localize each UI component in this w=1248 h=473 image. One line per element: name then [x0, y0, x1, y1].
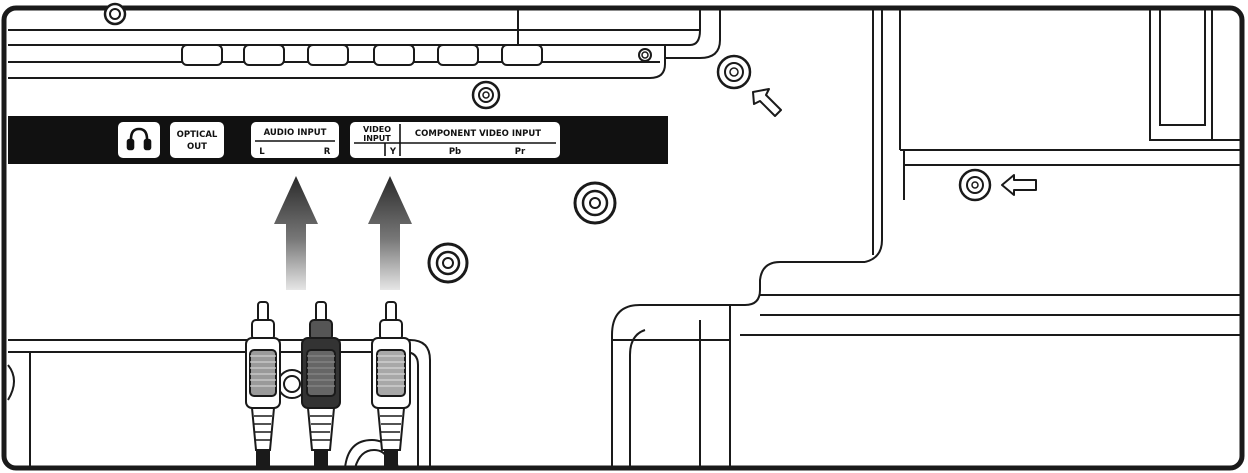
video-input-line2: INPUT	[363, 134, 391, 143]
audio-left-label: L	[259, 147, 265, 157]
component-pb-label: Pb	[449, 147, 461, 157]
optical-label-line1: OPTICAL	[177, 130, 218, 140]
optical-label-line2: OUT	[187, 142, 207, 152]
screw-icon	[573, 181, 617, 225]
audio-input-title: AUDIO INPUT	[264, 128, 327, 138]
top-button-2	[243, 44, 285, 66]
audio-right-label: R	[324, 147, 331, 157]
arrow-up-icon	[274, 176, 318, 290]
top-button-3	[307, 44, 349, 66]
screw-holes	[103, 2, 992, 284]
video-input-line1: VIDEO	[363, 125, 391, 134]
rca-plug-yellow	[371, 301, 411, 469]
screw-icon	[958, 168, 992, 202]
screw-icon	[427, 242, 469, 284]
top-button-4	[373, 44, 415, 66]
headphone-jack	[118, 122, 160, 158]
optical-out-box	[170, 122, 224, 158]
component-y-label: Y	[389, 147, 397, 157]
arrow-up-icon	[368, 176, 412, 290]
top-button-5	[437, 44, 479, 66]
top-button-1	[181, 44, 223, 66]
rca-plug-white	[245, 301, 281, 469]
right-structure	[611, 10, 1240, 468]
screw-icon	[471, 80, 501, 110]
hollow-arrow-icon	[752, 88, 782, 117]
screw-icon	[103, 2, 127, 26]
component-pr-label: Pr	[515, 147, 526, 157]
component-video-title: COMPONENT VIDEO INPUT	[415, 129, 541, 139]
top-button-6	[501, 44, 543, 66]
audio-input-box	[251, 122, 339, 158]
screw-icon	[716, 54, 752, 90]
hollow-arrow-icon	[1001, 174, 1037, 196]
headphone-icon	[126, 127, 152, 151]
rca-plug-red	[301, 301, 341, 469]
video-component-box	[350, 122, 560, 158]
screw-icon	[638, 48, 652, 62]
top-buttons	[181, 44, 543, 66]
